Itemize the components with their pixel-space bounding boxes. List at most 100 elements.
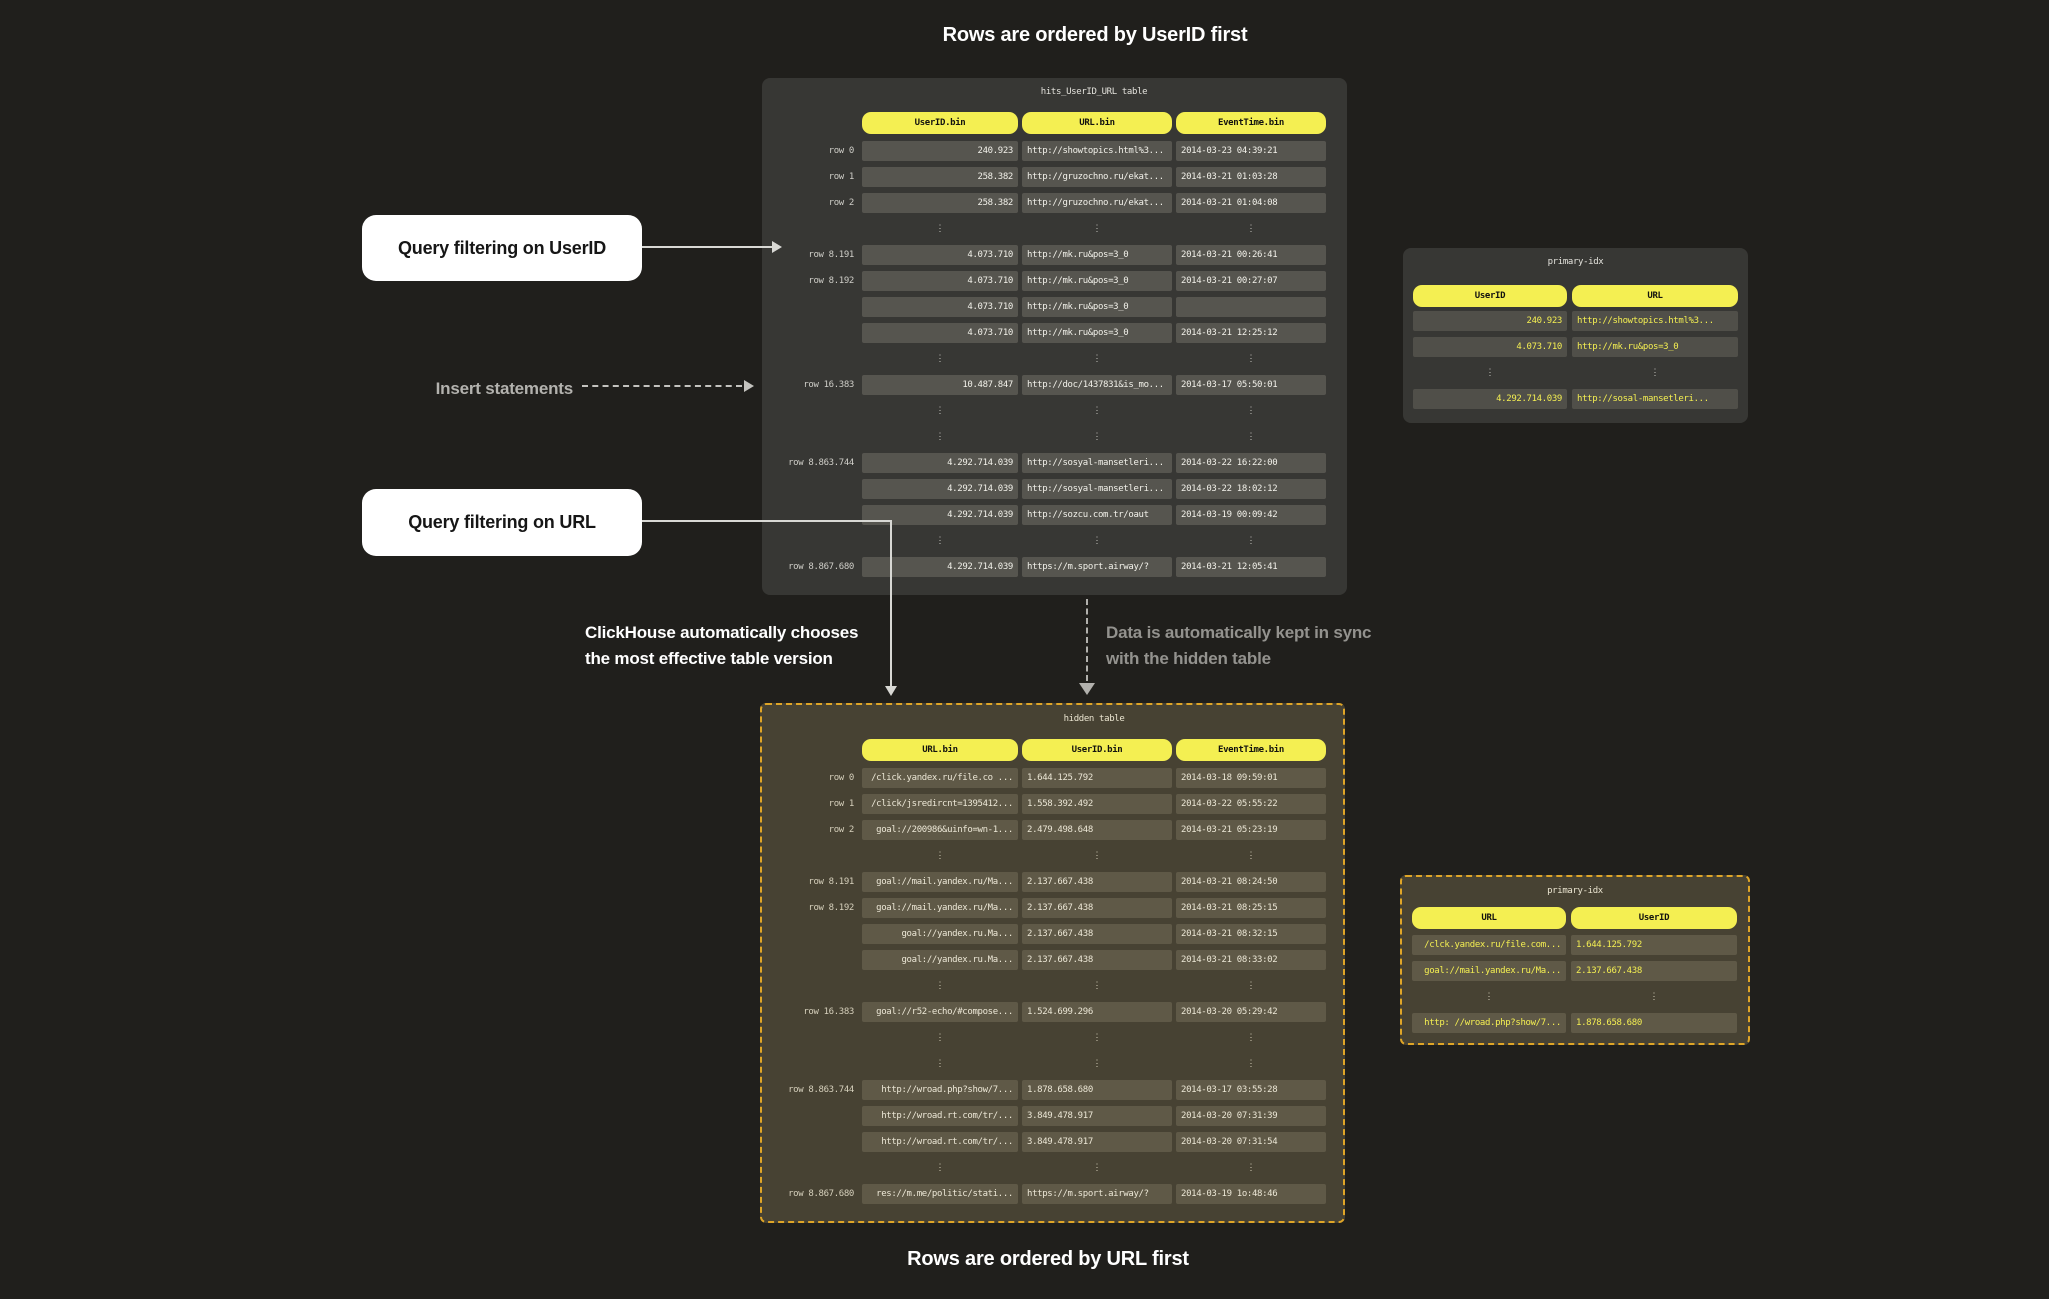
table-cell: 3.849.478.917	[1022, 1132, 1172, 1152]
ellipsis-icon: ⋮	[935, 981, 945, 991]
table-row: goal://mail.yandex.ru/Ma...2.137.667.438	[1402, 961, 1748, 981]
insert-statements-label: Insert statements	[435, 379, 574, 398]
table-cell: 2014-03-21 05:23:19	[1176, 820, 1326, 840]
row-label: row 8.863.744	[788, 1085, 854, 1095]
table-cell: /click.yandex.ru/file.co ...	[862, 768, 1018, 788]
ellipsis-icon: ⋮	[1092, 851, 1102, 861]
table-cell: http://mk.ru&pos=3_0	[1022, 323, 1172, 343]
ellipsis-icon: ⋮	[935, 406, 945, 416]
table-cell: 1.644.125.792	[1571, 935, 1737, 955]
table-cell: goal://mail.yandex.ru/Ma...	[862, 872, 1018, 892]
ellipsis-icon: ⋮	[1485, 368, 1495, 378]
ellipsis-icon: ⋮	[935, 536, 945, 546]
ellipsis-icon: ⋮	[1649, 992, 1659, 1002]
arrow-sync-head-icon	[1079, 683, 1095, 695]
table-title: primary-idx	[1547, 257, 1604, 267]
table-title: hits_UserID_URL table	[1040, 87, 1148, 97]
arrow-insert-head-icon	[744, 380, 754, 392]
table-cell: 2014-03-17 05:50:01	[1176, 375, 1326, 395]
column-header: UserID.bin	[1022, 739, 1172, 761]
table-cell: http://wroad.rt.com/tr/...	[862, 1106, 1018, 1126]
ellipsis-row: ⋮⋮⋮	[762, 846, 1343, 866]
arrow-userid-head-icon	[772, 241, 782, 253]
column-header: URL	[1412, 907, 1566, 929]
ellipsis-icon: ⋮	[1092, 406, 1102, 416]
column-header: UserID	[1571, 907, 1737, 929]
table-cell: 2014-03-19 1o:48:46	[1176, 1184, 1326, 1204]
table-cell: http://sozcu.com.tr/oaut	[1022, 505, 1172, 525]
table-cell: res://m.me/politic/stati...	[862, 1184, 1018, 1204]
table-cell: https://m.sport.airway/?	[1022, 557, 1172, 577]
row-label: row 8.867.680	[788, 1189, 854, 1199]
table-cell: 240.923	[862, 141, 1018, 161]
ellipsis-icon: ⋮	[1092, 224, 1102, 234]
ellipsis-icon: ⋮	[1246, 981, 1256, 991]
table-cell: 1.644.125.792	[1022, 768, 1172, 788]
table-title: hidden table	[1063, 714, 1125, 724]
table-cell: http://gruzochno.ru/ekat...	[1022, 193, 1172, 213]
query-filtering-userid-box: Query filtering on UserID	[362, 215, 642, 281]
table-cell: 2014-03-21 12:25:12	[1176, 323, 1326, 343]
table-row: row 8.867.680 res://m.me/politic/stati...…	[762, 1184, 1343, 1204]
row-label: row 8.863.744	[788, 458, 854, 468]
ellipsis-icon: ⋮	[1092, 981, 1102, 991]
table-cell: 2014-03-21 01:03:28	[1176, 167, 1326, 187]
table-cell: http://doc/1437831&is_mo...	[1022, 375, 1172, 395]
row-label: row 1	[828, 172, 855, 182]
row-label: row 16.383	[803, 1007, 854, 1017]
table-cell: http://showtopics.html%3...	[1572, 311, 1738, 331]
table-cell: 4.292.714.039	[1413, 389, 1567, 409]
row-label: row 8.192	[808, 276, 854, 286]
ellipsis-icon: ⋮	[935, 354, 945, 364]
table-cell: 2014-03-23 04:39:21	[1176, 141, 1326, 161]
table-cell: 2.137.667.438	[1022, 950, 1172, 970]
table-cell: http://sosal-mansetleri...	[1572, 389, 1738, 409]
ellipsis-row: ⋮⋮⋮	[762, 531, 1347, 551]
ellipsis-icon: ⋮	[1092, 354, 1102, 364]
ellipsis-icon: ⋮	[1246, 224, 1256, 234]
ellipsis-icon: ⋮	[1092, 1059, 1102, 1069]
column-header: UserID	[1413, 285, 1567, 307]
table-cell: 2.137.667.438	[1022, 898, 1172, 918]
row-label: row 1	[828, 799, 855, 809]
ellipsis-icon: ⋮	[935, 851, 945, 861]
table-cell: 10.487.847	[862, 375, 1018, 395]
ellipsis-row: ⋮⋮⋮	[762, 1054, 1343, 1074]
ellipsis-icon: ⋮	[1246, 1033, 1256, 1043]
table-row: /clck.yandex.ru/file.com...1.644.125.792	[1402, 935, 1748, 955]
table-cell: goal://r52-echo/#compose...	[862, 1002, 1018, 1022]
table-cell: 2014-03-21 08:24:50	[1176, 872, 1326, 892]
table-cell: 1.878.658.680	[1571, 1013, 1737, 1033]
ellipsis-icon: ⋮	[1650, 368, 1660, 378]
table-cell: 2.479.498.648	[1022, 820, 1172, 840]
table-cell: 2014-03-21 08:32:15	[1176, 924, 1326, 944]
column-header: EventTime.bin	[1176, 112, 1326, 134]
ellipsis-icon: ⋮	[1484, 992, 1494, 1002]
table-cell: http://sosyal-mansetleri...	[1022, 453, 1172, 473]
table-cell: 1.558.392.492	[1022, 794, 1172, 814]
ellipsis-row: ⋮⋮	[1402, 987, 1748, 1007]
table-cell: 2014-03-21 01:04:08	[1176, 193, 1326, 213]
table-cell: http://mk.ru&pos=3_0	[1022, 297, 1172, 317]
table-cell: 2014-03-19 00:09:42	[1176, 505, 1326, 525]
table-cell: 4.292.714.039	[862, 505, 1018, 525]
query-filtering-url-box: Query filtering on URL	[362, 489, 642, 556]
table-cell: 2014-03-21 00:26:41	[1176, 245, 1326, 265]
table-cell: 2.137.667.438	[1571, 961, 1737, 981]
query-filtering-userid-label: Query filtering on UserID	[397, 237, 607, 258]
